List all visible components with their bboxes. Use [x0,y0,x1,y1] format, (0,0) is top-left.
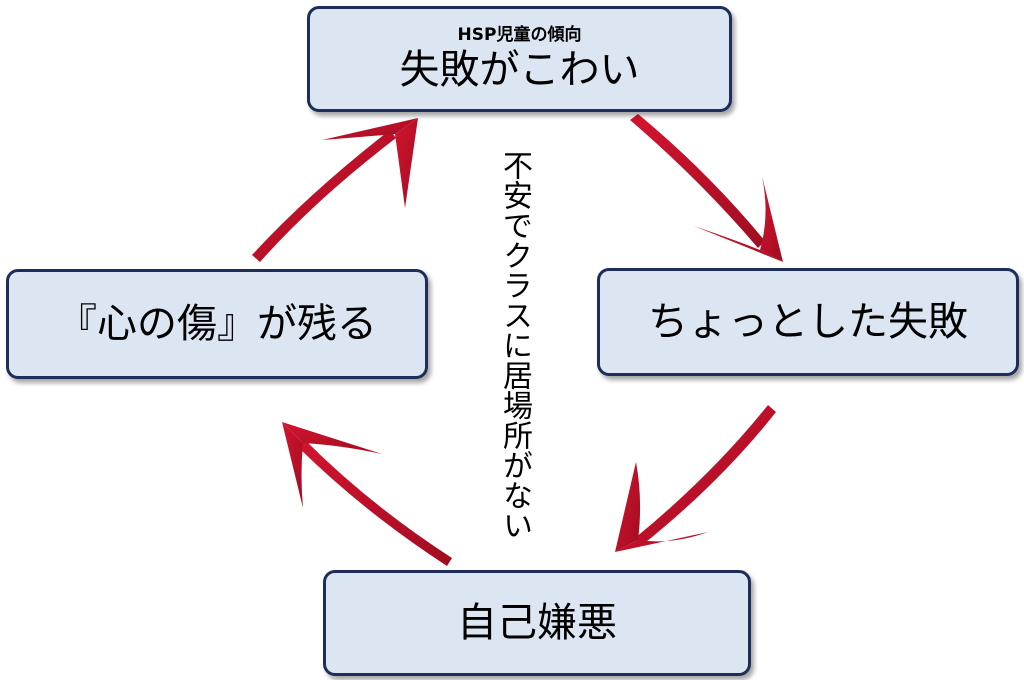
node-self-loathing: 自己嫌悪 [323,570,751,676]
node-small-failure: ちょっとした失敗 [597,268,1019,376]
node-bottom-label: 自己嫌悪 [457,600,617,646]
arrow-bottom-to-left [282,422,452,566]
arrow-top-to-right [630,114,783,262]
node-top-label: 失敗がこわい [399,47,640,93]
arrow-right-to-bottom [615,405,776,552]
node-left-label: 『心の傷』が残る [57,301,377,347]
node-right-label: ちょっとした失敗 [648,299,968,345]
center-vertical-label: 不安でクラスに居場所がない [497,150,532,540]
arrow-left-to-top [252,118,418,262]
node-emotional-wound: 『心の傷』が残る [6,269,428,379]
diagram-title: HSP児童の傾向 [457,25,582,45]
node-fear-of-failure: HSP児童の傾向 失敗がこわい [307,6,732,112]
